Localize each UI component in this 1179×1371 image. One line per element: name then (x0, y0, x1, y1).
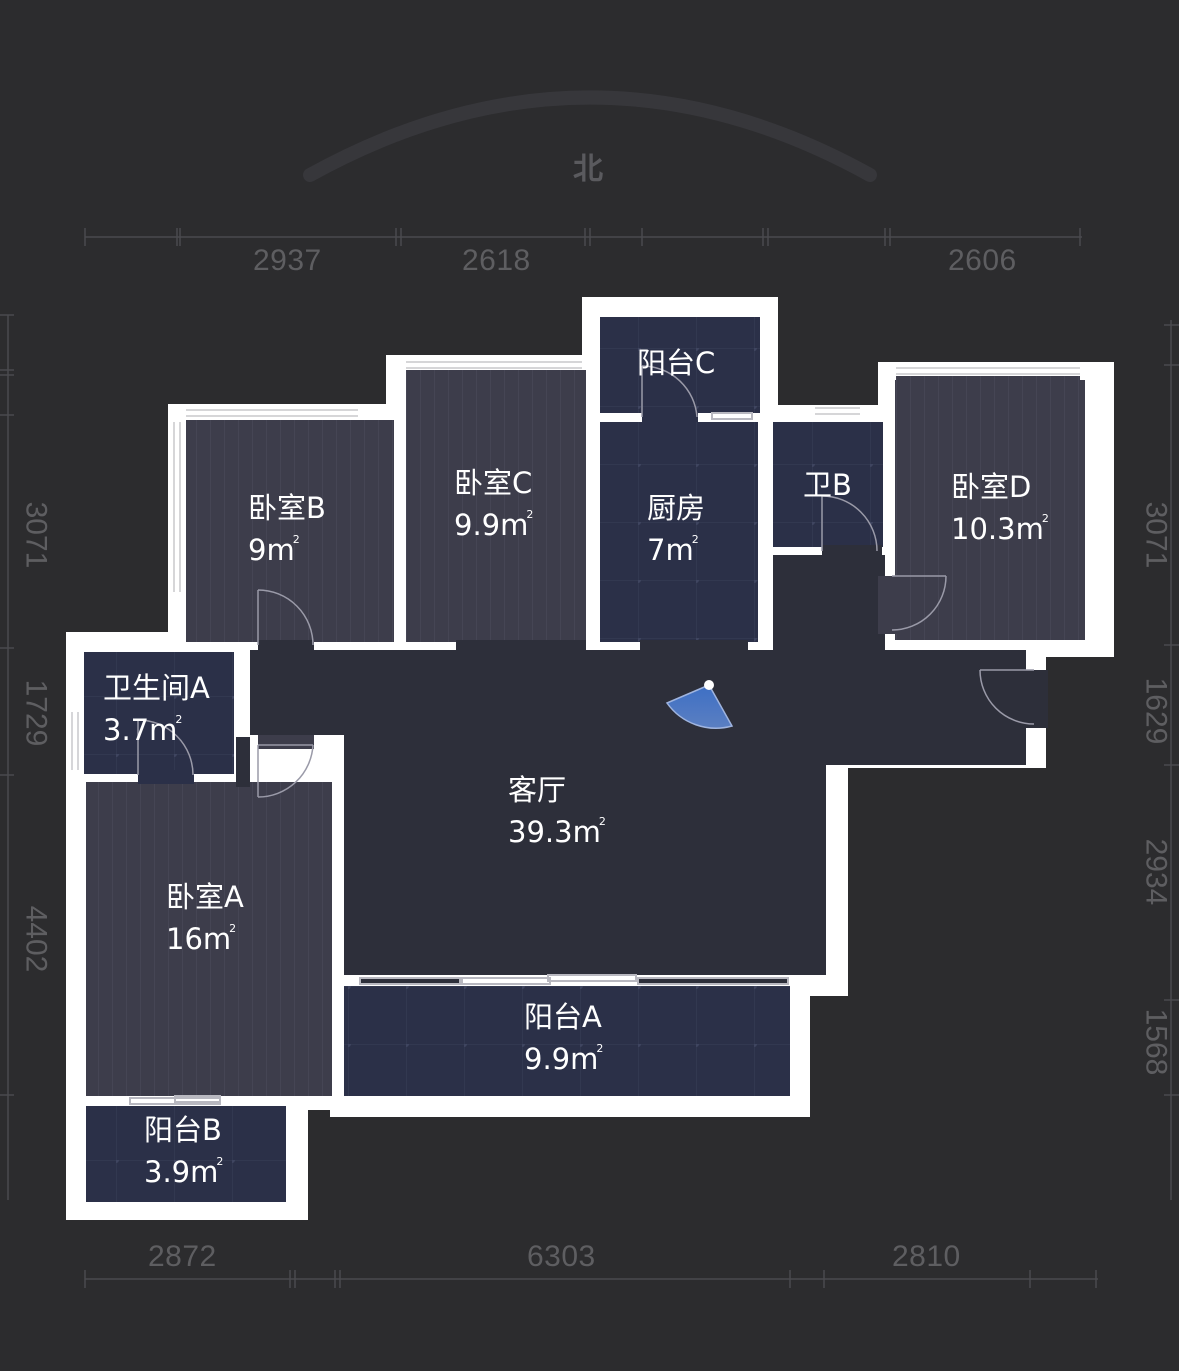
dim-right-2: 1629 (1139, 677, 1173, 745)
dim-top-2: 2618 (462, 244, 531, 277)
floor-bedroom-d (895, 376, 1085, 640)
viewpoint-marker (665, 680, 734, 729)
room-name: 阳台B (144, 1113, 222, 1147)
room-area: 9m2 (248, 533, 300, 567)
room-area: 7m2 (647, 533, 699, 567)
window-posts (168, 355, 1098, 422)
bottom-dimension-line (84, 1270, 1098, 1288)
dim-right-4: 1568 (1139, 1008, 1173, 1076)
floor-bedroom-c (406, 370, 586, 642)
floor-balcony-a (344, 986, 790, 1096)
room-bath-b[interactable]: 卫B (803, 471, 852, 500)
floor-living-room (250, 555, 1026, 975)
dim-right-3: 2934 (1139, 838, 1173, 906)
room-area: 16m2 (166, 922, 237, 956)
dim-top-3: 2606 (948, 244, 1017, 277)
dim-left-2: 1729 (19, 679, 53, 747)
room-name: 阳台A (524, 1000, 602, 1034)
windows (71, 361, 1080, 770)
room-bedroom-d[interactable]: 卧室D 10.3m2 (951, 473, 1049, 544)
floor-kitchen (600, 422, 758, 642)
room-name: 厨房 (647, 491, 706, 525)
room-name: 卧室C (454, 466, 533, 500)
floor-bedroom-a (86, 782, 332, 1096)
dim-top-1: 2937 (253, 244, 322, 277)
dim-left-3: 4402 (19, 905, 53, 973)
room-balcony-a[interactable]: 阳台A 9.9m2 (524, 1003, 603, 1074)
floor-bedroom-b (186, 420, 394, 642)
room-balcony-c[interactable]: 阳台C (637, 349, 715, 378)
left-dimension-line (0, 314, 14, 1200)
compass-north-label: 北 (573, 152, 603, 187)
floor-balcony-c (600, 317, 760, 413)
room-name: 卫B (803, 468, 852, 502)
room-bath-a[interactable]: 卫生间A 3.7m2 (103, 674, 210, 745)
room-balcony-b[interactable]: 阳台B 3.9m2 (144, 1116, 223, 1187)
room-area: 9.9m2 (524, 1042, 604, 1076)
dim-right-1: 3071 (1139, 501, 1173, 569)
room-name: 卧室A (166, 880, 244, 914)
dim-left-1: 3071 (19, 501, 53, 569)
room-area: 10.3m2 (951, 512, 1049, 546)
right-dimension-line (1164, 320, 1179, 1200)
dim-bottom-2: 6303 (527, 1240, 596, 1273)
room-name: 阳台C (637, 346, 716, 380)
floor-balcony-b (86, 1106, 286, 1202)
doors (137, 365, 1048, 798)
room-area: 3.9m2 (144, 1155, 224, 1189)
room-name: 客厅 (508, 773, 567, 807)
room-area: 39.3m2 (508, 815, 606, 849)
top-dimension-line (84, 228, 1082, 246)
room-name: 卧室D (951, 470, 1032, 504)
compass-arc (303, 90, 877, 182)
room-name: 卫生间A (103, 671, 210, 705)
room-area: 3.7m2 (103, 713, 183, 747)
room-bedroom-c[interactable]: 卧室C 9.9m2 (454, 469, 533, 540)
floor-bath-a (84, 652, 234, 774)
room-living-room[interactable]: 客厅 39.3m2 (508, 776, 606, 847)
room-bedroom-b[interactable]: 卧室B 9m2 (248, 494, 326, 565)
dim-bottom-1: 2872 (148, 1240, 217, 1273)
room-kitchen[interactable]: 厨房 7m2 (647, 494, 705, 565)
dim-bottom-3: 2810 (892, 1240, 961, 1273)
room-name: 卧室B (248, 491, 326, 525)
sliding-doors (129, 412, 789, 1105)
room-bedroom-a[interactable]: 卧室A 16m2 (166, 883, 244, 954)
floor-bath-b (773, 422, 883, 547)
room-area: 9.9m2 (454, 508, 534, 542)
